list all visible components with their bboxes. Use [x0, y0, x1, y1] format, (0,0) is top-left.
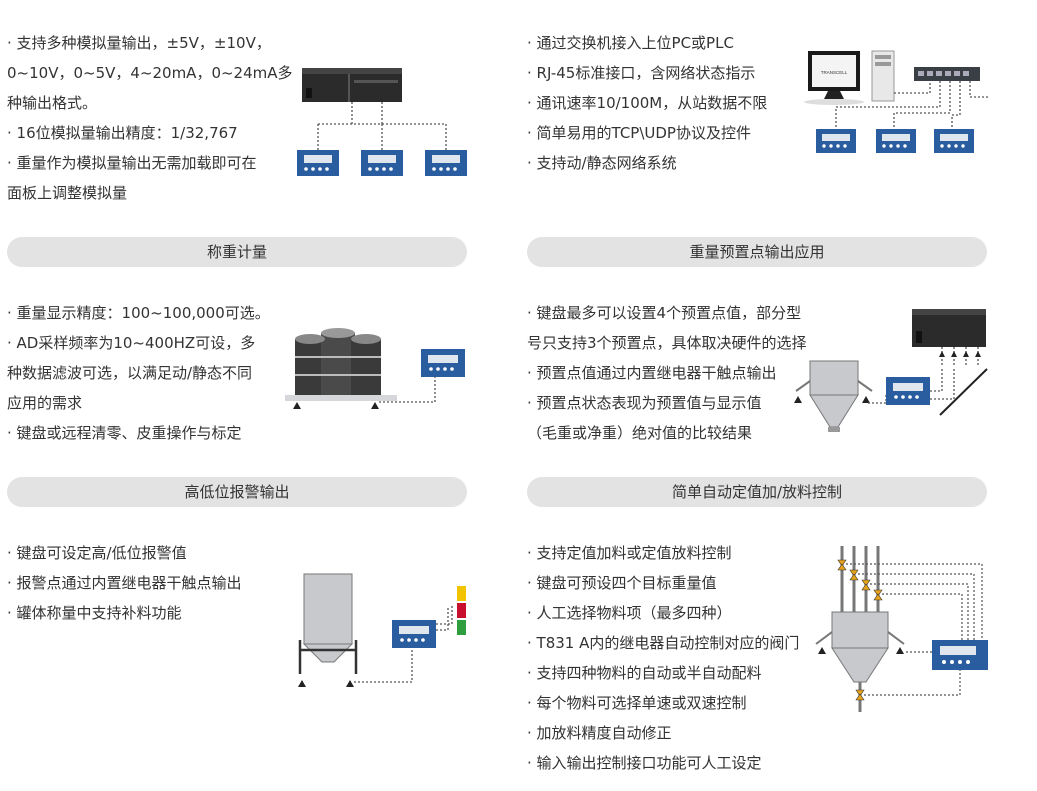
feature-line: · 加放料精度自动修正 [527, 724, 672, 742]
barrels-icon [285, 328, 397, 409]
feature-line: 0~10V，0~5V，4~20mA，0~24mA多 [7, 64, 293, 82]
silo-icon [298, 573, 358, 687]
hopper-icon [815, 611, 905, 683]
feature-line: · 键盘可设定高/低位报警值 [7, 544, 187, 562]
alarm-illustration [292, 570, 482, 695]
feature-line: · 通讯速率10/100M，从站数据不限 [527, 94, 768, 112]
section-title-batching: 简单自动定值加/放料控制 [527, 477, 987, 507]
weighing-illustration [285, 325, 475, 415]
batching-feature-list: · 支持定值加料或定值放料控制 · 键盘可预设四个目标重量值 · 人工选择物料项… [527, 538, 799, 778]
feature-line: · 输入输出控制接口功能可人工设定 [527, 754, 762, 772]
feature-line: 应用的需求 [7, 394, 83, 412]
terminal-icon [932, 640, 988, 670]
switch-icon [914, 67, 980, 81]
computer-icon: TRANSCELL [804, 50, 895, 105]
feature-line: · 重量作为模拟量输出无需加载即可在 [7, 154, 257, 172]
terminal-icon [876, 129, 916, 153]
feature-line: · 报警点通过内置继电器干触点输出 [7, 574, 242, 592]
terminal-icon [886, 377, 930, 405]
feature-line: 面板上调整模拟量 [7, 184, 128, 202]
feature-line: · 每个物料可选择单速或双速控制 [527, 694, 747, 712]
weighing-feature-list: · 重量显示精度：100~100,000可选。 · AD采样频率为10~400H… [7, 298, 270, 448]
feature-line: 种输出格式。 [7, 94, 98, 112]
hopper-icon [794, 360, 873, 432]
feature-line: 号只支持3个预置点，具体取决硬件的选择 [527, 334, 807, 352]
feature-line: · 通过交换机接入上位PC或PLC [527, 34, 734, 52]
analog-feature-list: · 支持多种模拟量输出，±5V，±10V， 0~10V，0~5V，4~20mA，… [7, 28, 293, 208]
feature-line: · 人工选择物料项（最多四种） [527, 604, 732, 622]
feature-line: （毛重或净重）绝对值的比较结果 [527, 424, 753, 442]
plc-icon [302, 68, 402, 102]
alarm-feature-list: · 键盘可设定高/低位报警值 · 报警点通过内置继电器干触点输出 · 罐体称量中… [7, 538, 242, 628]
feature-line: · 键盘或远程清零、皮重操作与标定 [7, 424, 242, 442]
signal-lights-icon [457, 586, 466, 635]
terminal-icon [361, 150, 403, 176]
section-title-setpoint: 重量预置点输出应用 [527, 237, 987, 267]
feature-line: · 简单易用的TCP\UDP协议及控件 [527, 124, 751, 142]
setpoint-feature-list: · 键盘最多可以设置4个预置点值，部分型 号只支持3个预置点，具体取决硬件的选择… [527, 298, 807, 448]
network-feature-list: · 通过交换机接入上位PC或PLC · RJ-45标准接口，含网络状态指示 · … [527, 28, 767, 178]
feature-line: · 支持定值加料或定值放料控制 [527, 544, 732, 562]
feature-line: · 预置点状态表现为预置值与显示值 [527, 394, 762, 412]
feature-line: · AD采样频率为10~400HZ可设，多 [7, 334, 256, 352]
terminal-icon [425, 150, 467, 176]
setpoint-illustration [792, 305, 997, 435]
valve-icon [855, 689, 865, 701]
network-illustration: TRANSCELL [790, 45, 995, 160]
section-title-weighing: 称重计量 [7, 237, 467, 267]
feature-line: · RJ-45标准接口，含网络状态指示 [527, 64, 756, 82]
feature-line: · 重量显示精度：100~100,000可选。 [7, 304, 270, 322]
feature-line: · 罐体称量中支持补料功能 [7, 604, 182, 622]
feature-line: · 键盘可预设四个目标重量值 [527, 574, 717, 592]
feature-line: · 预置点值通过内置继电器干触点输出 [527, 364, 777, 382]
plc-icon [912, 309, 986, 347]
feature-line: · 支持多种模拟量输出，±5V，±10V， [7, 34, 271, 52]
analog-output-illustration [292, 60, 477, 185]
terminal-icon [816, 129, 856, 153]
feature-line: · 16位模拟量输出精度：1/32,767 [7, 124, 238, 142]
monitor-brand-label: TRANSCELL [821, 70, 848, 75]
section-title-alarm: 高低位报警输出 [7, 477, 467, 507]
feature-line: · T831 A内的继电器自动控制对应的阀门 [527, 634, 800, 652]
terminal-icon [297, 150, 339, 176]
feature-line: · 键盘最多可以设置4个预置点值，部分型 [527, 304, 802, 322]
terminal-icon [421, 349, 465, 377]
feature-line: · 支持四种物料的自动或半自动配料 [527, 664, 762, 682]
terminal-icon [392, 620, 436, 648]
feature-line: 种数据滤波可选，以满足动/静态不同 [7, 364, 253, 382]
valve-icon [837, 559, 883, 601]
terminal-icon [934, 129, 974, 153]
batching-illustration [810, 540, 995, 715]
feature-line: · 支持动/静态网络系统 [527, 154, 677, 172]
